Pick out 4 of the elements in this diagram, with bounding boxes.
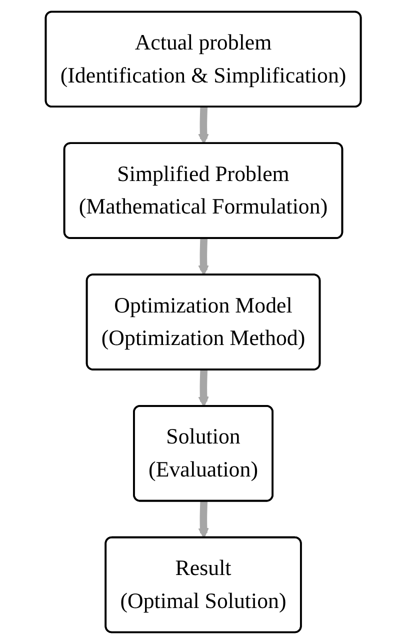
arrow: [198, 238, 209, 276]
arrow: [198, 500, 209, 538]
arrow: [198, 369, 209, 408]
arrow: [198, 106, 209, 144]
